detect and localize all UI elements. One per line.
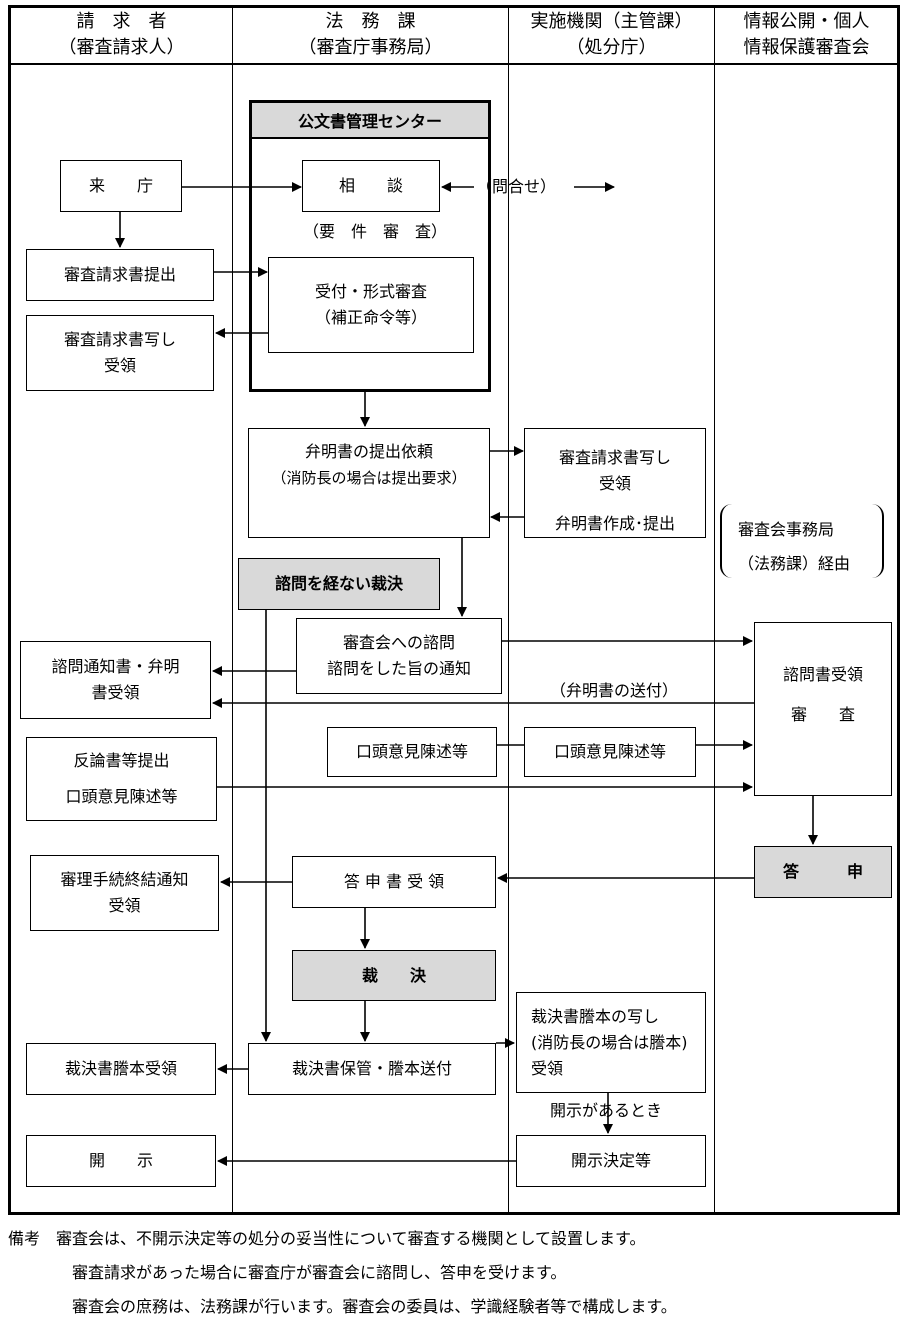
- header-divider: [8, 63, 900, 65]
- visit-box: 来 庁: [60, 160, 182, 212]
- end-notice-box: 審理手続終結通知 受領: [30, 855, 219, 931]
- note-line-1: 備考 審査会は、不開示決定等の処分の妥当性について審査する機関として設置します。: [8, 1229, 646, 1248]
- copy-decision-line2: (消防長の場合は謄本): [531, 1032, 688, 1052]
- oral-statement-box-2: 口頭意見陳述等: [524, 727, 696, 777]
- council-review-box: 諮問書受領 審 査: [754, 622, 892, 796]
- column-divider-2: [508, 5, 509, 1215]
- reception-box: 受付・形式審査 （補正命令等）: [268, 257, 474, 353]
- secretariat-line2: （法務課）経由: [738, 554, 851, 573]
- header-review-council: 情報公開・個人 情報保護審査会: [715, 7, 898, 63]
- disclosure-text: 開 示: [88, 1151, 153, 1170]
- explanation-make-text: 弁明書作成･提出: [554, 514, 675, 533]
- header-requester: 請 求 者 （審査請求人）: [11, 7, 232, 63]
- archive-send-text: 裁決書保管・謄本送付: [291, 1059, 452, 1078]
- decision-receive-text: 裁決書謄本受領: [64, 1059, 177, 1078]
- header-review-council-line2: 情報保護審査会: [743, 37, 870, 58]
- disclosure-box: 開 示: [26, 1135, 216, 1187]
- consult-council-line2: 諮問をした旨の通知: [326, 659, 471, 678]
- no-consult-decision-box: 諮問を経ない裁決: [238, 558, 440, 610]
- reception-line2: （補正命令等）: [314, 308, 427, 327]
- copy-receive-box-1: 審査請求書写し 受領: [26, 315, 214, 391]
- request-submit-box: 審査請求書提出: [26, 249, 214, 301]
- notice-receive-box: 諮問通知書・弁明 書受領: [20, 641, 211, 719]
- request-submit-text: 審査請求書提出: [63, 265, 176, 284]
- consult-box: 相 談: [302, 160, 440, 212]
- oral-statement-box-1: 口頭意見陳述等: [327, 727, 497, 777]
- disclosure-decision-box: 開示決定等: [516, 1135, 706, 1187]
- inquiry-label: （問合せ）: [476, 177, 557, 196]
- consult-council-box: 審査会への諮問 諮問をした旨の通知: [296, 618, 502, 694]
- rebuttal-box: 反論書等提出 口頭意見陳述等: [26, 737, 217, 821]
- diagram-frame: [8, 5, 900, 1215]
- records-center-frame: 公文書管理センター: [249, 100, 491, 392]
- decision-box: 裁 決: [292, 950, 496, 1001]
- explanation-request-line2: （消防長の場合は提出要求）: [271, 469, 467, 487]
- oral-statement-2-text: 口頭意見陳述等: [553, 742, 666, 761]
- copy-receive-1-line1: 審査請求書写し: [63, 330, 176, 349]
- disclosure-decision-text: 開示決定等: [570, 1151, 651, 1170]
- header-review-council-line1: 情報公開・個人: [743, 11, 870, 32]
- copy-receive-2-line1: 審査請求書写し: [558, 448, 671, 467]
- copy-receive-2-line2: 受領: [598, 474, 631, 493]
- council-review-line1: 諮問書受領: [782, 665, 863, 684]
- report-box: 答 申: [754, 846, 892, 898]
- consult-council-line1: 審査会への諮問: [342, 633, 455, 652]
- records-center-title: 公文書管理センター: [252, 103, 488, 139]
- end-notice-line2: 受領: [108, 896, 141, 915]
- header-implementing-agency: 実施機関（主管課） （処分庁）: [509, 7, 714, 63]
- visit-text: 来 庁: [88, 176, 153, 195]
- notice-receive-line2: 書受領: [91, 683, 140, 702]
- decision-receive-box: 裁決書謄本受領: [26, 1043, 216, 1095]
- secretariat-bracket-right: [872, 504, 884, 578]
- copy-decision-box: 裁決書謄本の写し (消防長の場合は謄本) 受領: [516, 992, 706, 1093]
- note-line-3: 審査会の庶務は、法務課が行います。審査会の委員は、学識経験者等で構成します。: [72, 1297, 677, 1316]
- report-text: 答 申: [782, 862, 863, 881]
- opinion-send-label: （弁明書の送付）: [550, 681, 679, 700]
- disclosure-when-label: 開示があるとき: [550, 1101, 663, 1120]
- header-requester-line1: 請 求 者: [76, 11, 167, 32]
- header-legal-affairs: 法 務 課 （審査庁事務局）: [233, 7, 508, 63]
- no-consult-decision-text: 諮問を経ない裁決: [274, 574, 403, 593]
- consult-text: 相 談: [338, 176, 403, 195]
- rebuttal-line2: 口頭意見陳述等: [65, 787, 178, 806]
- requirement-review-label: （要 件 審 査）: [303, 222, 448, 241]
- header-legal-affairs-line2: （審査庁事務局）: [298, 37, 443, 58]
- decision-text: 裁 決: [361, 965, 426, 985]
- note-line-2: 審査請求があった場合に審査庁が審査会に諮問し、答申を受けます。: [72, 1263, 567, 1282]
- copy-decision-line1: 裁決書謄本の写し: [531, 1006, 660, 1026]
- column-divider-3: [714, 5, 715, 1215]
- copy-receive-1-line2: 受領: [103, 356, 136, 375]
- report-receive-text: 答 申 書 受 領: [343, 872, 445, 891]
- copy-decision-line3: 受領: [531, 1058, 564, 1078]
- secretariat-bracket-left: [720, 504, 732, 578]
- archive-send-box: 裁決書保管・謄本送付: [248, 1043, 496, 1095]
- reception-line1: 受付・形式審査: [314, 282, 427, 301]
- council-review-line2: 審 査: [790, 705, 855, 724]
- header-implementing-agency-line1: 実施機関（主管課）: [530, 11, 693, 32]
- copy-receive-box-2: 審査請求書写し 受領 弁明書作成･提出: [524, 428, 706, 538]
- oral-statement-1-text: 口頭意見陳述等: [355, 742, 468, 761]
- end-notice-line1: 審理手続終結通知: [60, 870, 189, 889]
- explanation-request-line1: 弁明書の提出依頼: [304, 442, 433, 461]
- rebuttal-line1: 反論書等提出: [73, 751, 170, 770]
- header-requester-line2: （審査請求人）: [58, 37, 185, 58]
- report-receive-box: 答 申 書 受 領: [292, 856, 496, 908]
- header-legal-affairs-line1: 法 務 課: [325, 11, 416, 32]
- header-implementing-agency-line2: （処分庁）: [566, 37, 657, 58]
- explanation-request-box: 弁明書の提出依頼 （消防長の場合は提出要求）: [248, 428, 490, 538]
- notice-receive-line1: 諮問通知書・弁明: [51, 657, 180, 676]
- secretariat-line1: 審査会事務局: [738, 520, 835, 539]
- column-divider-1: [232, 5, 233, 1215]
